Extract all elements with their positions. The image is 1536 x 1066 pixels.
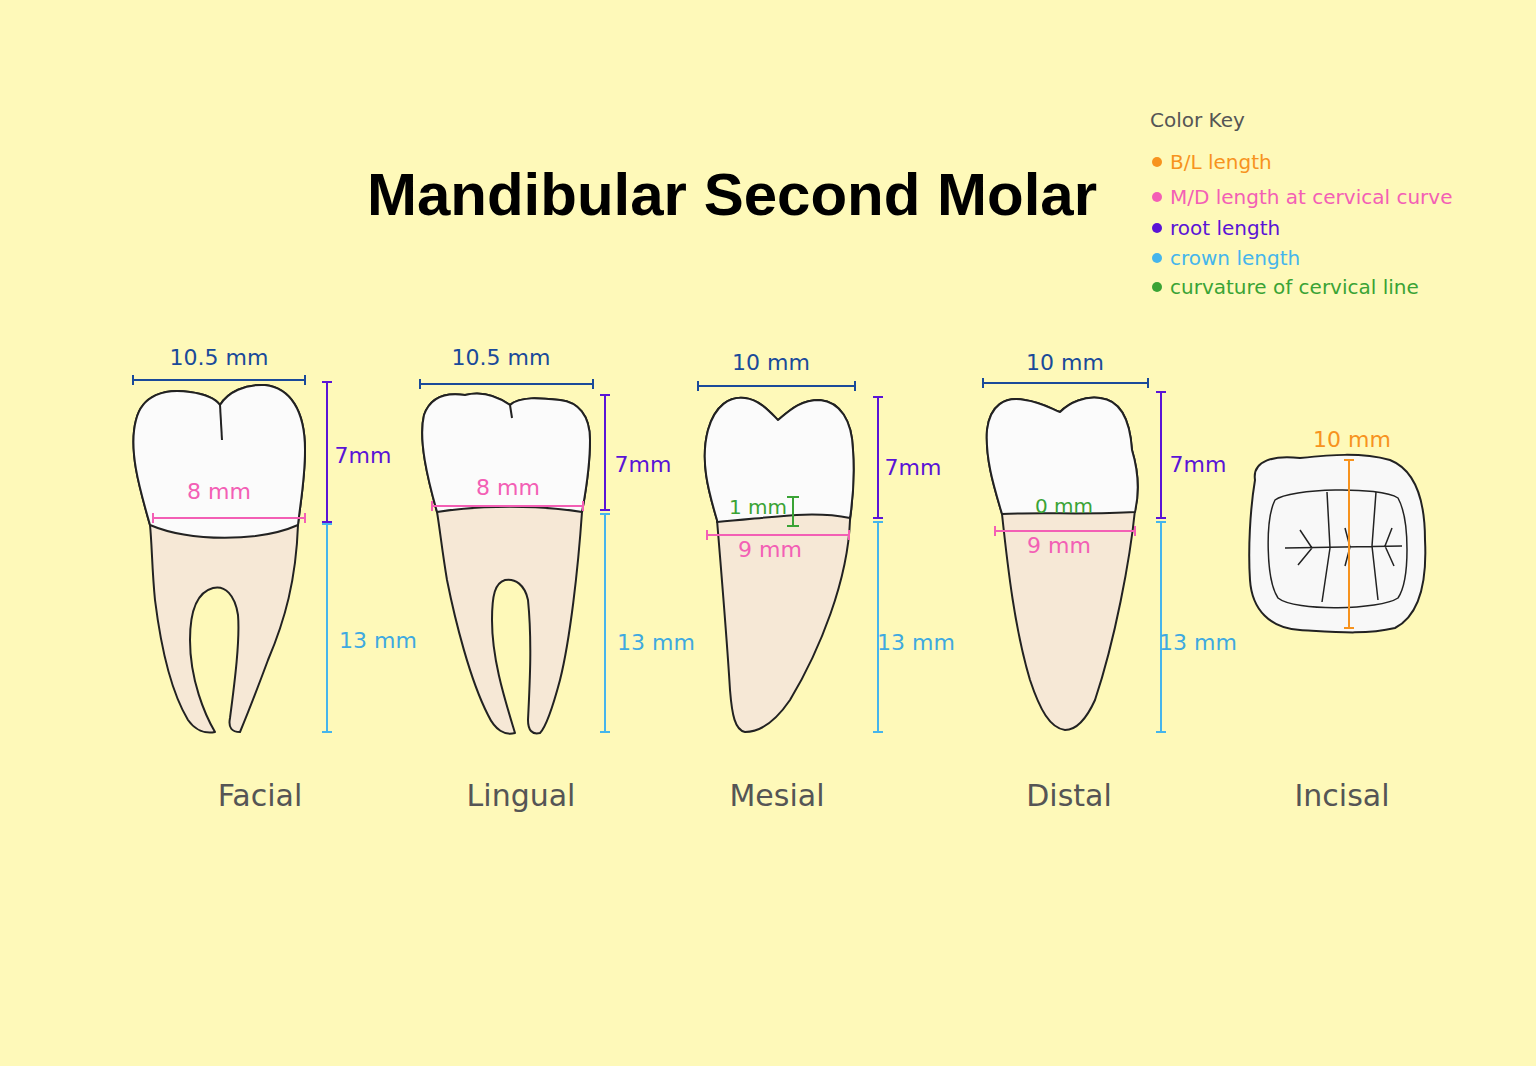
dimension-label: 0 mm <box>1035 495 1093 517</box>
tooth-crown <box>133 385 305 538</box>
dimension-lines <box>133 375 1354 732</box>
dimension-line <box>983 378 1148 388</box>
dimension-line <box>153 513 305 523</box>
dimension-label: 9 mm <box>1027 534 1091 558</box>
legend-swatch <box>1152 282 1162 292</box>
dimension-line <box>322 524 332 732</box>
view-name: Incisal <box>1294 779 1389 812</box>
dimension-line <box>873 397 883 518</box>
legend-entry: crown length <box>1152 246 1300 270</box>
legend-text: M/D length at cervical curve <box>1170 185 1452 209</box>
dimension-label: 10 mm <box>1026 351 1104 375</box>
dimension-line <box>1344 460 1354 628</box>
view-name: Mesial <box>729 779 824 812</box>
occlusal-groove <box>1285 492 1402 602</box>
dimension-line <box>432 501 583 511</box>
legend-heading: Color Key <box>1150 109 1245 131</box>
dimension-label: 10 mm <box>732 351 810 375</box>
dimension-line <box>787 497 799 526</box>
crown-groove <box>510 405 512 418</box>
dimension-label: 13 mm <box>1159 631 1237 655</box>
tooth-root <box>422 393 590 733</box>
dimension-label: 8 mm <box>187 480 251 504</box>
occlusal-outline <box>1249 455 1425 633</box>
occlusal-table <box>1268 490 1407 608</box>
legend-entry: root length <box>1152 216 1280 240</box>
dimension-line <box>322 382 332 522</box>
dimension-label: 10.5 mm <box>452 346 551 370</box>
tooth-crown <box>422 393 590 512</box>
dimension-label: 13 mm <box>339 629 417 653</box>
legend-text: crown length <box>1170 246 1300 270</box>
dimension-label: 7mm <box>335 444 392 468</box>
dimension-label: 7mm <box>615 453 672 477</box>
dimension-label: 1 mm <box>729 496 787 518</box>
legend-entry: curvature of cervical line <box>1152 275 1419 299</box>
tooth-root <box>133 385 305 733</box>
legend-text: B/L length <box>1170 150 1272 174</box>
legend-text: root length <box>1170 216 1280 240</box>
dimension-line <box>1156 392 1166 518</box>
tooth-root <box>705 398 854 732</box>
dimension-label: 8 mm <box>476 476 540 500</box>
dimension-label: 9 mm <box>738 538 802 562</box>
legend-swatch <box>1152 253 1162 263</box>
tooth-root <box>987 398 1138 730</box>
dimension-line <box>420 379 593 389</box>
dimension-line <box>873 522 883 732</box>
dimension-label: 10.5 mm <box>170 346 269 370</box>
dimension-label: 10 mm <box>1313 428 1391 452</box>
legend-entry: B/L length <box>1152 150 1272 174</box>
legend-text: curvature of cervical line <box>1170 275 1419 299</box>
dimension-label: 7mm <box>885 456 942 480</box>
dimension-line <box>1156 522 1166 732</box>
dimension-line <box>698 381 855 391</box>
tooth-crown <box>705 398 854 522</box>
dimension-label: 13 mm <box>617 631 695 655</box>
view-name: Lingual <box>467 779 576 812</box>
view-name: Distal <box>1026 779 1112 812</box>
dimension-line <box>600 395 610 510</box>
dimension-label: 13 mm <box>877 631 955 655</box>
dimension-label: 7mm <box>1170 453 1227 477</box>
diagram-title: Mandibular Second Molar <box>367 162 1097 228</box>
legend-entry: M/D length at cervical curve <box>1152 185 1452 209</box>
legend-swatch <box>1152 223 1162 233</box>
legend-swatch <box>1152 192 1162 202</box>
dimension-line <box>600 514 610 732</box>
dimension-line <box>133 375 305 385</box>
legend-swatch <box>1152 157 1162 167</box>
crown-groove <box>220 405 222 440</box>
view-name: Facial <box>218 779 302 812</box>
